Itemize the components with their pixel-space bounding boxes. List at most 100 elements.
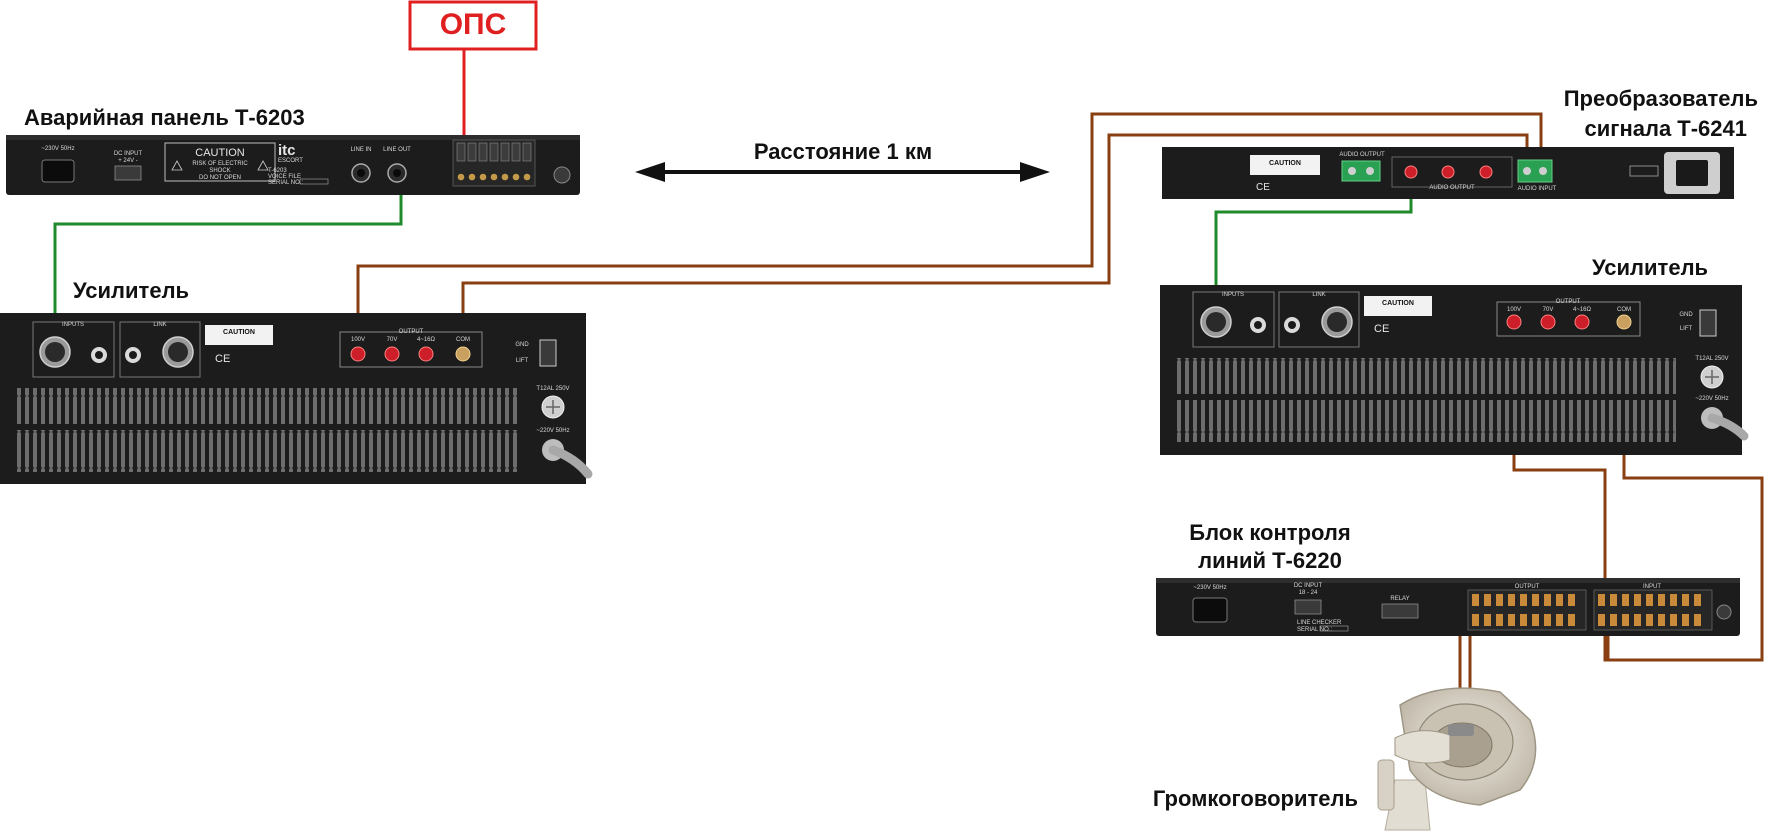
gnd-right-label: GND: [1679, 312, 1693, 318]
emergency-panel-t6203: ~230V 50Hz DC INPUT + 24V - CAUTION RISK…: [6, 135, 580, 195]
ops-box: ОПС: [408, 0, 538, 51]
gnd-lift-switch-right-icon: [1699, 309, 1717, 337]
serial-label: SERIAL NO.:: [268, 180, 303, 186]
out-ohm-right-label: 4~16Ω: [1573, 307, 1592, 313]
amp-right-caution: CAUTION: [1382, 300, 1414, 307]
caution-sticker: [205, 325, 273, 345]
audio-input-terminal-icon: [1517, 159, 1553, 183]
rca-out-1-icon: [1404, 165, 1418, 179]
line-control-title-2: линий Т-6220: [1198, 548, 1342, 573]
amp-right-mains-label: ~220V 50Hz: [1695, 396, 1728, 402]
caution-box: [164, 142, 276, 182]
terminal-ohm-icon: [418, 346, 434, 362]
lift-right-label: LIFT: [1680, 326, 1693, 332]
line-in-label: LINE IN: [350, 147, 371, 153]
amp-right-inputs-label: INPUTS: [1222, 292, 1244, 298]
caution-line3: DO NOT OPEN: [199, 175, 241, 181]
checker-input-label: INPUT: [1643, 584, 1661, 590]
amp-left-title: Усилитель: [73, 278, 189, 303]
dc-input-label: DC INPUT: [114, 151, 143, 157]
line-out-label: LINE OUT: [383, 147, 411, 153]
terminal-com-icon: [455, 346, 471, 362]
vent-grille-right-top: [1174, 358, 1676, 394]
out-100v-right-label: 100V: [1507, 307, 1521, 313]
out-com-label: COM: [456, 337, 470, 343]
power-socket-icon: [41, 159, 75, 183]
converter-switch-icon: [1629, 165, 1659, 177]
amp-left-output-label: OUTPUT: [399, 329, 424, 335]
amp-left-caution: CAUTION: [223, 329, 255, 336]
checker-output-label: OUTPUT: [1515, 584, 1540, 590]
caution-title: CAUTION: [195, 147, 245, 159]
green-wire-left: [53, 175, 403, 346]
checker-model-label: LINE CHECKER: [1297, 620, 1342, 626]
out-70v-right-label: 70V: [1543, 307, 1554, 313]
ce-mark: CE: [215, 353, 230, 365]
amp-right-link-label: LINK: [1312, 292, 1325, 298]
out-ohm-label: 4~16Ω: [417, 337, 436, 343]
terminal-100v-right-icon: [1506, 314, 1522, 330]
fuse-label: T12AL 250V: [536, 386, 569, 392]
fuse-right-label: T12AL 250V: [1695, 356, 1728, 362]
out-100v-label: 100V: [351, 337, 365, 343]
checker-dc-voltage-label: 18 - 24: [1299, 590, 1318, 596]
horn-speaker-icon: [1377, 687, 1537, 831]
output-terminal-icon: [1341, 160, 1381, 182]
checker-dc-input-label: DC INPUT: [1294, 583, 1323, 589]
checker-mains-label: ~230V 50Hz: [1193, 585, 1226, 591]
terminal-ohm-right-icon: [1574, 314, 1590, 330]
checker-dc-terminal-icon: [1294, 599, 1322, 615]
model-label-2: VOICE FILE: [268, 174, 301, 180]
converter-t6241: CAUTION CE AUDIO OUTPUT AUDIO OUTPUT AUD…: [1162, 147, 1734, 199]
speaker-title: Громкоговоритель: [1153, 786, 1358, 811]
ce-mark-right: CE: [1374, 323, 1389, 335]
dc-terminal-icon: [114, 165, 142, 181]
warning-triangle-icon: [171, 160, 269, 171]
terminal-70v-icon: [384, 346, 400, 362]
rca-out-3-icon: [1479, 165, 1493, 179]
model-label: T-6203: [268, 168, 287, 174]
brand-sub: ESCORT: [278, 158, 303, 164]
checker-serial-label: SERIAL NO.:: [1297, 627, 1332, 633]
brown-wire-long-2: [461, 133, 1529, 350]
converter-audio-output-2-label: AUDIO OUTPUT: [1429, 185, 1475, 191]
mains-label: ~230V 50Hz: [41, 146, 74, 152]
vent-grille-right-bottom: [1174, 400, 1676, 442]
amp-left-inputs-label: INPUTS: [62, 322, 84, 328]
converter-ce-mark: CE: [1256, 182, 1270, 193]
terminal-com-right-icon: [1616, 314, 1632, 330]
amplifier-left: INPUTS LINK CAUTION CE OUTPUT 100V 70V 4…: [0, 313, 593, 484]
gnd-lift-switch-icon: [539, 339, 557, 367]
lift-label: LIFT: [516, 358, 529, 364]
converter-audio-input-label: AUDIO INPUT: [1518, 186, 1557, 192]
ground-screw-icon: [553, 166, 571, 184]
line-checker-t6220: ~230V 50Hz DC INPUT 18 - 24 LINE CHECKER…: [1156, 578, 1740, 636]
caution-sticker-right: [1364, 296, 1432, 316]
converter-caution: CAUTION: [1269, 160, 1301, 167]
out-com-right-label: COM: [1617, 307, 1631, 313]
emergency-panel-title: Аварийная панель Т-6203: [24, 105, 305, 130]
amplifier-right: INPUTS LINK CAUTION CE OUTPUT 100V 70V 4…: [1160, 285, 1749, 455]
converter-caution-sticker: [1250, 155, 1320, 175]
brown-wire-long-1: [356, 112, 1543, 350]
brown-wire-right-1: [1512, 322, 1764, 662]
terminal-100v-icon: [350, 346, 366, 362]
amp-right-output-label: OUTPUT: [1556, 299, 1581, 305]
out-70v-label: 70V: [387, 337, 398, 343]
relay-terminal-icon: [1381, 603, 1419, 619]
distance-label: Расстояние 1 км: [754, 139, 932, 164]
line-control-title-1: Блок контроля: [1189, 520, 1350, 545]
amp-left-mains-label: ~220V 50Hz: [536, 428, 569, 434]
vent-grille-top: [14, 388, 518, 424]
ops-label: ОПС: [440, 8, 507, 41]
gnd-label: GND: [515, 342, 529, 348]
vent-grille-bottom: [14, 430, 518, 472]
checker-power-socket-icon: [1192, 597, 1228, 623]
caution-line1: RISK OF ELECTRIC: [192, 161, 248, 167]
rca-out-2-icon: [1441, 165, 1455, 179]
checker-relay-label: RELAY: [1390, 596, 1409, 602]
terminal-70v-right-icon: [1540, 314, 1556, 330]
brand-logo: itc: [278, 142, 296, 159]
amp-left-link-label: LINK: [153, 322, 166, 328]
